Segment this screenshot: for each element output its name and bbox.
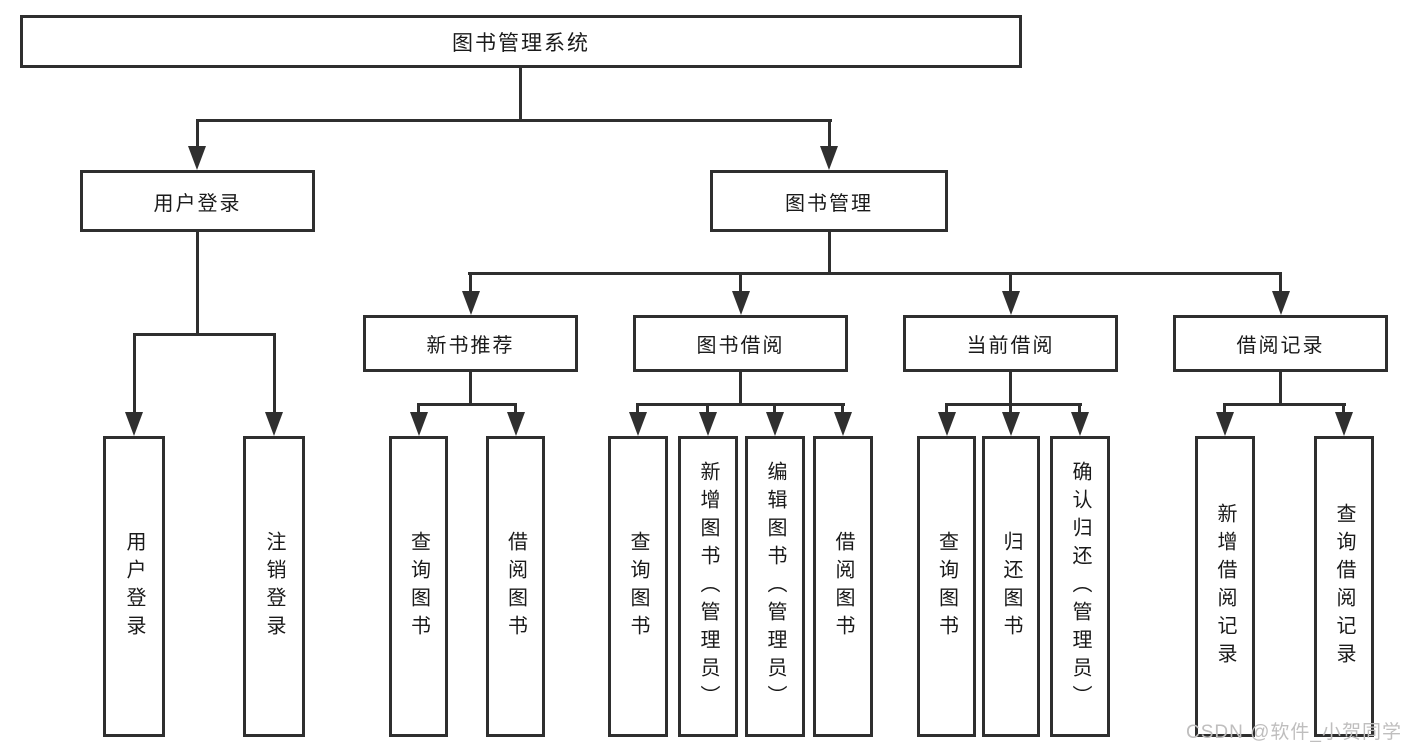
leaf-user-login: 用户登录 bbox=[103, 436, 165, 737]
arrow-down-icon bbox=[1335, 412, 1353, 436]
node-label: 查询借阅记录 bbox=[1333, 502, 1355, 671]
node-label: 新增图书（管理员） bbox=[697, 460, 719, 713]
node-new-book-recommendation: 新书推荐 bbox=[363, 315, 578, 372]
node-label: 用户登录 bbox=[123, 530, 145, 643]
node-label: 当前借阅 bbox=[966, 335, 1055, 357]
connector-new-book-bar bbox=[417, 403, 517, 406]
leaf-add-books-admin: 新增图书（管理员） bbox=[678, 436, 738, 737]
connector-drop-level3 bbox=[469, 272, 472, 297]
arrow-down-icon bbox=[732, 291, 750, 315]
node-label: 查询图书 bbox=[627, 530, 649, 643]
node-label: 用户登录 bbox=[153, 192, 242, 215]
leaf-return-books: 归还图书 bbox=[982, 436, 1040, 737]
node-label: 借阅图书 bbox=[832, 530, 854, 643]
arrow-down-icon bbox=[462, 291, 480, 315]
node-user-login: 用户登录 bbox=[80, 170, 315, 232]
connector-drop-book-management bbox=[828, 119, 831, 152]
connector-drop-leaf bbox=[1223, 403, 1226, 416]
leaf-query-borrow-record: 查询借阅记录 bbox=[1314, 436, 1374, 737]
connector-drop-leaf bbox=[133, 333, 136, 418]
arrow-down-icon bbox=[125, 412, 143, 436]
connector-current-borrowing-stem bbox=[1009, 372, 1012, 406]
node-label: 查询图书 bbox=[935, 530, 958, 643]
node-borrowing-records: 借阅记录 bbox=[1173, 315, 1388, 372]
arrow-down-icon bbox=[1272, 291, 1290, 315]
arrow-down-icon bbox=[188, 146, 206, 170]
node-label: 图书管理系统 bbox=[452, 31, 590, 55]
leaf-query-books-borrowing: 查询图书 bbox=[608, 436, 668, 737]
node-current-borrowing: 当前借阅 bbox=[903, 315, 1118, 372]
connector-user-login-bar bbox=[133, 333, 276, 336]
connector-drop-leaf bbox=[841, 403, 844, 416]
arrow-down-icon bbox=[265, 412, 283, 436]
arrow-down-icon bbox=[820, 146, 838, 170]
connector-drop-level3 bbox=[1279, 272, 1282, 297]
connector-drop-leaf bbox=[1342, 403, 1345, 416]
node-label: 图书管理 bbox=[785, 192, 873, 215]
connector-drop-leaf bbox=[636, 403, 639, 416]
connector-root-stem bbox=[519, 68, 522, 121]
node-label: 新书推荐 bbox=[426, 335, 515, 357]
connector-drop-leaf bbox=[514, 403, 517, 416]
connector-drop-level3 bbox=[739, 272, 742, 297]
node-label: 借阅图书 bbox=[504, 530, 527, 643]
connector-drop-user-login bbox=[196, 119, 199, 152]
arrow-down-icon bbox=[629, 412, 647, 436]
leaf-logout: 注销登录 bbox=[243, 436, 305, 737]
leaf-query-books-recommend: 查询图书 bbox=[389, 436, 448, 737]
node-label: 归还图书 bbox=[1000, 530, 1022, 643]
arrow-down-icon bbox=[834, 412, 852, 436]
csdn-watermark: CSDN @软件_小贺同学 bbox=[1186, 722, 1402, 743]
arrow-down-icon bbox=[1002, 412, 1020, 436]
leaf-borrow-books-borrowing: 借阅图书 bbox=[813, 436, 873, 737]
leaf-query-books-current: 查询图书 bbox=[917, 436, 976, 737]
node-label: 借阅记录 bbox=[1236, 335, 1325, 357]
leaf-confirm-return-admin: 确认归还（管理员） bbox=[1050, 436, 1110, 737]
connector-drop-leaf bbox=[1078, 403, 1081, 416]
connector-drop-leaf bbox=[773, 403, 776, 416]
node-label: 确认归还（管理员） bbox=[1069, 460, 1091, 713]
node-label: 新增借阅记录 bbox=[1214, 502, 1236, 671]
node-label: 编辑图书（管理员） bbox=[764, 460, 786, 713]
connector-book-borrowing-bar bbox=[636, 403, 845, 406]
connector-root-bar bbox=[196, 119, 832, 122]
arrow-down-icon bbox=[410, 412, 428, 436]
arrow-down-icon bbox=[938, 412, 956, 436]
connector-current-borrowing-bar bbox=[945, 403, 1082, 406]
arrow-down-icon bbox=[1216, 412, 1234, 436]
arrow-down-icon bbox=[1071, 412, 1089, 436]
connector-drop-leaf bbox=[1009, 403, 1012, 416]
connector-user-login-stem bbox=[196, 232, 199, 335]
connector-drop-leaf bbox=[706, 403, 709, 416]
leaf-borrow-books-recommend: 借阅图书 bbox=[486, 436, 545, 737]
node-label: 图书借阅 bbox=[696, 335, 785, 357]
connector-drop-leaf bbox=[273, 333, 276, 418]
connector-new-book-stem bbox=[469, 372, 472, 406]
arrow-down-icon bbox=[1002, 291, 1020, 315]
connector-book-borrowing-stem bbox=[739, 372, 742, 406]
node-book-management-system: 图书管理系统 bbox=[20, 15, 1022, 68]
connector-drop-leaf bbox=[945, 403, 948, 416]
arrow-down-icon bbox=[766, 412, 784, 436]
node-label: 注销登录 bbox=[263, 530, 285, 643]
arrow-down-icon bbox=[699, 412, 717, 436]
node-book-management: 图书管理 bbox=[710, 170, 948, 232]
connector-drop-level3 bbox=[1009, 272, 1012, 297]
node-book-borrowing: 图书借阅 bbox=[633, 315, 848, 372]
connector-drop-leaf bbox=[417, 403, 420, 416]
leaf-add-borrow-record: 新增借阅记录 bbox=[1195, 436, 1255, 737]
connector-book-management-bar bbox=[468, 272, 1282, 275]
leaf-edit-books-admin: 编辑图书（管理员） bbox=[745, 436, 805, 737]
arrow-down-icon bbox=[507, 412, 525, 436]
connector-borrowing-records-bar bbox=[1223, 403, 1346, 406]
connector-book-management-stem bbox=[828, 232, 831, 274]
connector-borrowing-records-stem bbox=[1279, 372, 1282, 406]
node-label: 查询图书 bbox=[407, 530, 430, 643]
